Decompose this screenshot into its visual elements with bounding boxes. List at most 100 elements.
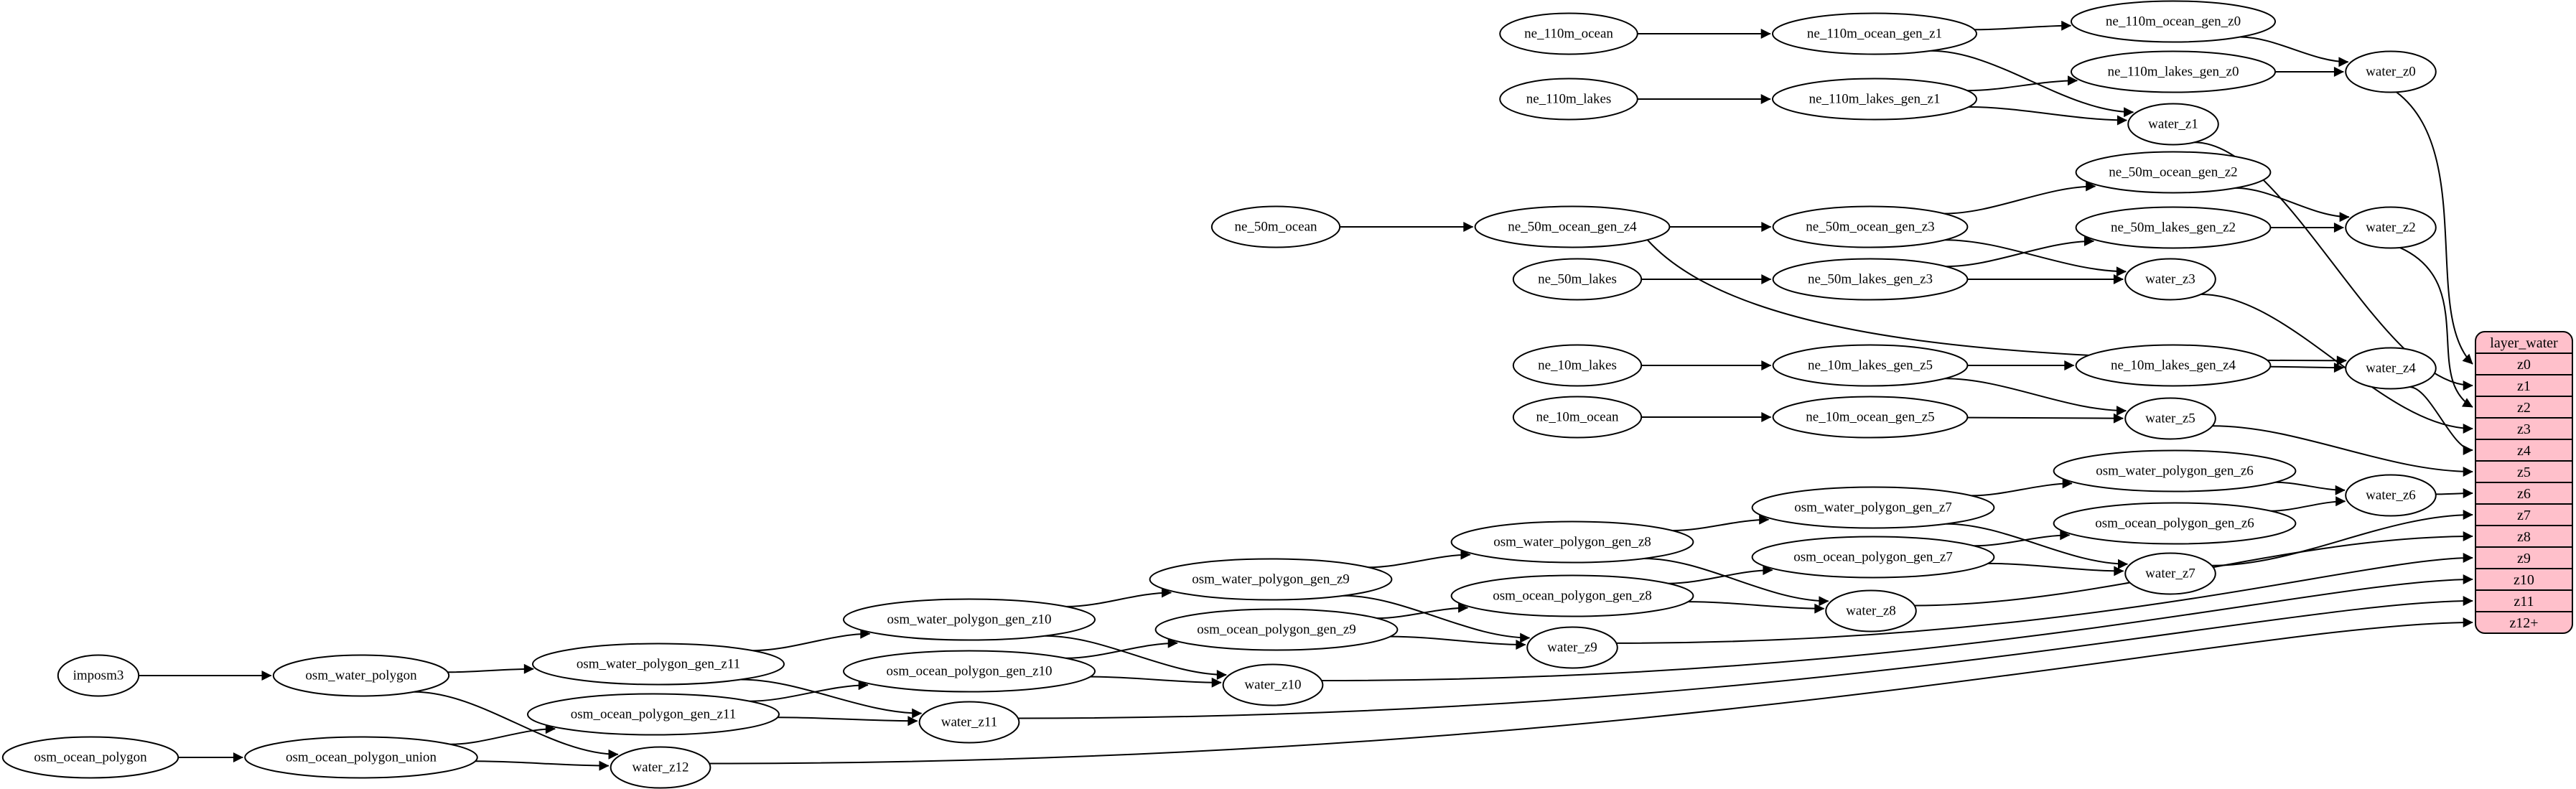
node-osm_water_polygon_gen_z9: osm_water_polygon_gen_z9: [1149, 558, 1393, 601]
node-ellipse-ne_50m_ocean_gen_z3: [1772, 205, 1969, 248]
edge-osm_ocean_polygon_union-to-osm_ocean_polygon_gen_z11: [450, 724, 556, 745]
node-osm_ocean_polygon_gen_z7: osm_ocean_polygon_gen_z7: [1751, 536, 1995, 579]
edge-osm_water_polygon-to-water_z12: [414, 691, 619, 760]
edge-osm_ocean_polygon_gen_z11-to-water_z11: [777, 716, 918, 727]
node-ellipse-osm_ocean_polygon_gen_z9: [1154, 608, 1399, 651]
node-ellipse-osm_water_polygon_gen_z10: [843, 598, 1096, 641]
node-water_z4: water_z4: [2345, 347, 2437, 390]
node-label-osm_ocean_polygon_gen_z11: osm_ocean_polygon_gen_z11: [571, 707, 736, 722]
node-label-osm_water_polygon_gen_z10: osm_water_polygon_gen_z10: [887, 612, 1051, 627]
edge-ne_50m_ocean_gen_z4-to-water_z4: [1646, 239, 2347, 366]
node-water_z11: water_z11: [918, 701, 1020, 744]
edge-osm_ocean_polygon_union-to-water_z12: [475, 760, 610, 771]
node-ellipse-ne_110m_ocean: [1499, 12, 1638, 55]
node-osm_ocean_polygon_gen_z6: osm_ocean_polygon_gen_z6: [2053, 502, 2297, 545]
node-water_z8: water_z8: [1825, 589, 1917, 632]
node-ellipse-water_z9: [1526, 626, 1618, 669]
node-label-osm_ocean_polygon_gen_z6: osm_ocean_polygon_gen_z6: [2095, 516, 2254, 531]
edge-ne_50m_ocean_gen_z3-to-ne_50m_ocean_gen_z2: [1943, 181, 2096, 215]
node-osm_water_polygon_gen_z7: osm_water_polygon_gen_z7: [1751, 486, 1995, 529]
node-ellipse-osm_ocean_polygon_gen_z6: [2053, 502, 2297, 545]
node-label-osm_ocean_polygon_union: osm_ocean_polygon_union: [286, 750, 437, 765]
node-ne_110m_lakes: ne_110m_lakes: [1499, 78, 1638, 121]
edge-osm_water_polygon_gen_z7-to-osm_water_polygon_gen_z6: [1971, 478, 2073, 497]
node-osm_ocean_polygon: osm_ocean_polygon: [1, 736, 179, 779]
node-ellipse-osm_ocean_polygon_gen_z7: [1751, 536, 1995, 579]
edge-osm_ocean_polygon_gen_z9-to-osm_ocean_polygon_gen_z8: [1376, 602, 1469, 620]
node-ne_110m_lakes_gen_z0: ne_110m_lakes_gen_z0: [2071, 50, 2276, 93]
node-water_z7: water_z7: [2124, 552, 2216, 595]
node-ne_110m_ocean_gen_z0: ne_110m_ocean_gen_z0: [2071, 0, 2276, 43]
table-row-z6: z6: [2517, 486, 2531, 502]
edge-ne_50m_ocean_gen_z2-to-water_z2: [2235, 187, 2350, 223]
node-ellipse-ne_10m_ocean_gen_z5: [1772, 396, 1969, 439]
node-osm_water_polygon_gen_z11: osm_water_polygon_gen_z11: [532, 643, 785, 686]
node-water_z6: water_z6: [2345, 474, 2437, 517]
node-water_z0: water_z0: [2345, 50, 2437, 93]
node-label-water_z9: water_z9: [1547, 640, 1597, 655]
edge-water_z4-to-layer_water-z4: [2409, 386, 2473, 455]
node-ellipse-osm_ocean_polygon_gen_z10: [843, 650, 1096, 693]
edge-ne_10m_lakes_gen_z5-to-water_z5: [1944, 378, 2127, 416]
edge-water_z12-to-layer_water-z12+: [709, 617, 2473, 765]
edge-osm_water_polygon_gen_z10-to-osm_water_polygon_gen_z9: [1066, 587, 1172, 607]
node-water_z2: water_z2: [2345, 206, 2437, 249]
node-ne_10m_lakes_gen_z5: ne_10m_lakes_gen_z5: [1772, 344, 1969, 387]
edge-ne_110m_lakes_gen_z1-to-ne_110m_lakes_gen_z0: [1967, 75, 2078, 92]
edge-ne_10m_lakes_gen_z4-to-water_z4: [2270, 363, 2344, 373]
node-label-ne_110m_ocean_gen_z1: ne_110m_ocean_gen_z1: [1807, 27, 1942, 42]
edge-osm_water_polygon_gen_z8-to-osm_water_polygon_gen_z7: [1672, 514, 1770, 531]
node-ellipse-water_z12: [610, 746, 711, 789]
node-label-ne_50m_ocean_gen_z4: ne_50m_ocean_gen_z4: [1508, 220, 1637, 235]
table-row-z9: z9: [2517, 551, 2531, 566]
node-osm_ocean_polygon_gen_z8: osm_ocean_polygon_gen_z8: [1450, 574, 1694, 617]
edge-ne_50m_lakes_gen_z3-to-ne_50m_lakes_gen_z2: [1946, 235, 2094, 268]
node-ellipse-osm_water_polygon: [272, 654, 450, 697]
node-water_z12: water_z12: [610, 746, 711, 789]
node-ellipse-ne_110m_lakes_gen_z0: [2071, 50, 2276, 93]
node-label-osm_water_polygon: osm_water_polygon: [305, 668, 417, 683]
edge-water_z3-to-layer_water-z3: [2201, 294, 2473, 434]
edge-ne_50m_ocean_gen_z3-to-water_z3: [1945, 239, 2127, 277]
node-ellipse-osm_water_polygon_gen_z8: [1450, 520, 1694, 564]
node-label-water_z7: water_z7: [2145, 566, 2195, 582]
node-water_z9: water_z9: [1526, 626, 1618, 669]
node-label-water_z6: water_z6: [2366, 488, 2416, 503]
node-label-osm_ocean_polygon_gen_z10: osm_ocean_polygon_gen_z10: [886, 664, 1052, 679]
node-label-ne_50m_ocean_gen_z3: ne_50m_ocean_gen_z3: [1806, 220, 1934, 235]
node-osm_water_polygon_gen_z8: osm_water_polygon_gen_z8: [1450, 520, 1694, 564]
table-row-z1: z1: [2517, 378, 2531, 394]
node-label-water_z0: water_z0: [2366, 65, 2416, 80]
edge-ne_10m_ocean_gen_z5-to-water_z5: [1967, 413, 2124, 424]
node-ellipse-water_z8: [1825, 589, 1917, 632]
layer-water-table: layer_waterz0z1z2z3z4z5z6z7z8z9z10z11z12…: [2475, 331, 2573, 634]
table-row-z5: z5: [2517, 464, 2531, 480]
node-ne_50m_ocean: ne_50m_ocean: [1210, 205, 1341, 248]
node-ellipse-water_z1: [2127, 103, 2219, 146]
edge-water_z11-to-layer_water-z11: [1018, 596, 2473, 719]
edge-water_z2-to-layer_water-z2: [2399, 246, 2473, 408]
node-ellipse-water_z11: [918, 701, 1020, 744]
node-ellipse-water_z5: [2124, 397, 2216, 440]
node-ne_50m_lakes_gen_z2: ne_50m_lakes_gen_z2: [2075, 206, 2272, 249]
node-label-ne_50m_lakes_gen_z2: ne_50m_lakes_gen_z2: [2111, 220, 2236, 235]
node-label-ne_110m_ocean_gen_z0: ne_110m_ocean_gen_z0: [2106, 14, 2241, 29]
node-ne_50m_lakes: ne_50m_lakes: [1512, 258, 1643, 301]
layer-water-table-title: layer_water: [2490, 335, 2558, 351]
node-ellipse-ne_50m_lakes_gen_z2: [2075, 206, 2272, 249]
node-ellipse-water_z7: [2124, 552, 2216, 595]
node-label-ne_110m_lakes: ne_110m_lakes: [1526, 92, 1612, 107]
edge-water_z10-to-layer_water-z10: [1321, 574, 2473, 681]
node-label-osm_water_polygon_gen_z7: osm_water_polygon_gen_z7: [1794, 500, 1952, 515]
node-ne_10m_ocean_gen_z5: ne_10m_ocean_gen_z5: [1772, 396, 1969, 439]
node-label-ne_10m_ocean: ne_10m_ocean: [1536, 410, 1619, 425]
node-label-water_z3: water_z3: [2145, 272, 2195, 287]
node-ne_50m_lakes_gen_z3: ne_50m_lakes_gen_z3: [1772, 258, 1969, 301]
edge-water_z7-to-layer_water-z7: [2211, 510, 2473, 566]
edge-osm_water_polygon_gen_z7-to-water_z7: [1946, 523, 2128, 569]
node-ne_10m_lakes: ne_10m_lakes: [1512, 344, 1643, 387]
edge-osm_water_polygon_gen_z11-to-water_z11: [740, 678, 923, 719]
